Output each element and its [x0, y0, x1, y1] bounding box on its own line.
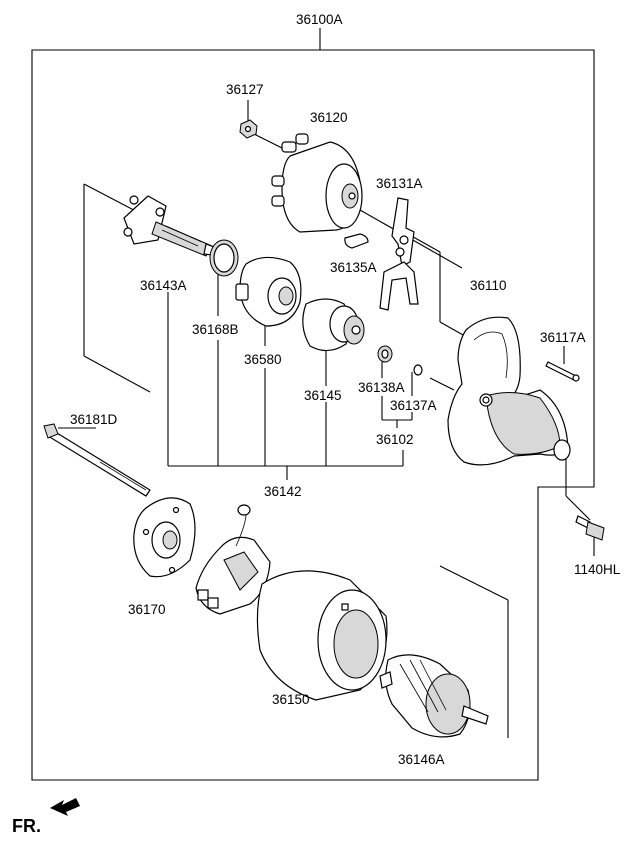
forward-arrow-icon	[50, 798, 80, 816]
label-36100A: 36100A	[296, 12, 343, 27]
label-36170: 36170	[128, 602, 166, 617]
label-36137A: 36137A	[390, 398, 437, 413]
stud-part	[545, 361, 580, 382]
labels: 36100A 36127 36120 36131A 36135A 36143A …	[12, 12, 621, 836]
label-1140HL: 1140HL	[574, 562, 621, 577]
label-36142: 36142	[264, 484, 302, 499]
label-36120: 36120	[310, 110, 348, 125]
clutch-part	[302, 298, 365, 352]
armature-part	[379, 654, 489, 738]
label-36110: 36110	[470, 278, 507, 293]
brush-holder-part	[195, 504, 271, 615]
rear-cover-part	[133, 497, 196, 578]
yoke-part	[256, 570, 388, 701]
gear-housing-part	[235, 256, 302, 327]
label-36146A: 36146A	[398, 752, 445, 767]
assembly-frame	[31, 28, 595, 781]
label-36181D: 36181D	[70, 412, 118, 427]
label-36117A: 36117A	[540, 330, 586, 345]
label-36138A: 36138A	[358, 380, 405, 395]
label-36127: 36127	[226, 82, 264, 97]
washer-part	[377, 345, 393, 363]
front-housing-part	[447, 316, 571, 466]
nut-part	[239, 119, 258, 139]
snap-ring-part	[413, 364, 423, 376]
through-bolt-part	[43, 423, 151, 497]
label-36145: 36145	[304, 388, 342, 403]
label-36168B: 36168B	[192, 322, 239, 337]
gasket-part	[209, 239, 239, 277]
label-36102: 36102	[376, 432, 414, 447]
label-36135A: 36135A	[330, 260, 377, 275]
plunger-part	[344, 233, 369, 249]
label-36131A: 36131A	[376, 176, 423, 191]
shift-lever-part	[379, 197, 419, 311]
label-36580: 36580	[244, 352, 282, 367]
solenoid-part	[271, 133, 363, 233]
label-36150: 36150	[272, 692, 310, 707]
pinion-shaft-part	[123, 195, 223, 257]
forward-label: FR.	[12, 816, 41, 836]
label-36143A: 36143A	[140, 278, 187, 293]
mount-bolt-part	[575, 515, 605, 541]
